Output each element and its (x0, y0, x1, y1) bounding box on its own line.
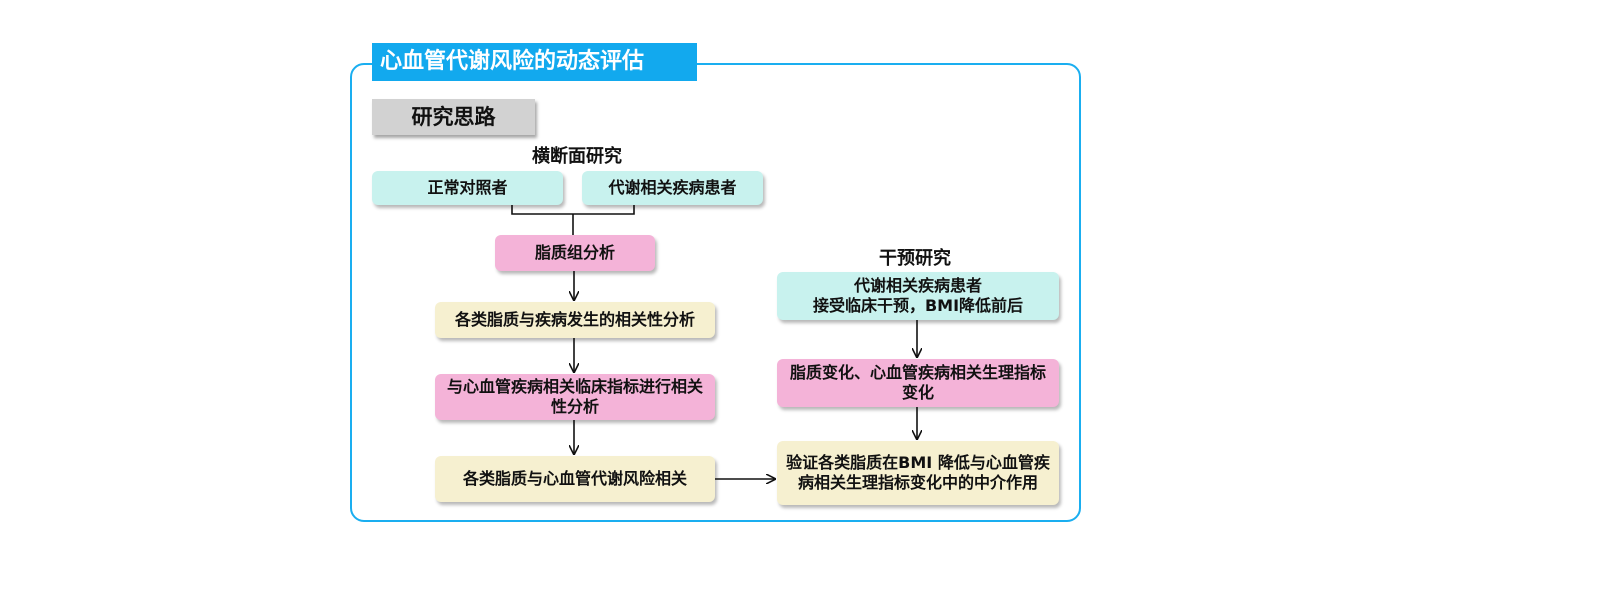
cross-sectional-heading: 横断面研究 (532, 146, 622, 167)
mediation-verification-box: 验证各类脂质在BMI 降低与心血管疾病相关生理指标变化中的中介作用 (777, 441, 1059, 505)
disease-correlation-box: 各类脂质与疾病发生的相关性分析 (435, 302, 715, 338)
intervention-heading: 干预研究 (879, 248, 951, 269)
intervention-patients-line2: 接受临床干预，BMI降低前后 (812, 296, 1024, 315)
content-frame (350, 63, 1081, 522)
lipidomics-box: 脂质组分析 (495, 235, 655, 271)
intervention-patients-line1: 代谢相关疾病患者 (853, 276, 982, 295)
risk-association-box: 各类脂质与心血管代谢风险相关 (435, 456, 715, 502)
section-label: 研究思路 (372, 99, 535, 135)
patient-group-box: 代谢相关疾病患者 (582, 171, 763, 205)
control-group-box: 正常对照者 (372, 171, 563, 205)
clinical-correlation-box: 与心血管疾病相关临床指标进行相关性分析 (435, 374, 715, 420)
page-title: 心血管代谢风险的动态评估 (372, 43, 697, 81)
lipid-change-box: 脂质变化、心血管疾病相关生理指标变化 (777, 359, 1059, 407)
intervention-patients-box: 代谢相关疾病患者 接受临床干预，BMI降低前后 (777, 272, 1059, 320)
